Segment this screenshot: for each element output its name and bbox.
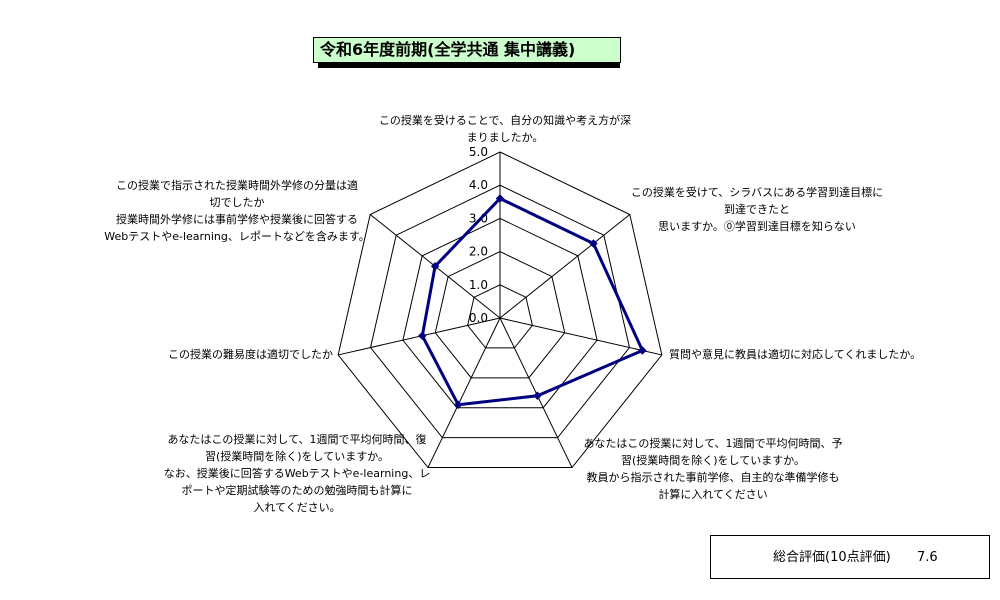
tick-label: 4.0 [469, 178, 488, 192]
series-line [420, 196, 645, 407]
axis-label-line: なお、授業後に回答するWebテストやe-learning、レ [164, 466, 431, 480]
axis-label: あなたはこの授業に対して、1週間で平均何時間、復習(授業時間を除く)をしています… [164, 432, 431, 514]
tick-label: 2.0 [469, 245, 488, 259]
series-marker [533, 391, 542, 401]
axis-label: この授業で指示された授業時間外学修の分量は適切でしたか授業時間外学修には事前学修… [104, 178, 370, 243]
tick-label: 5.0 [469, 145, 488, 159]
axis-spoke [427, 317, 501, 468]
axis-label-line: 到達できたと [724, 203, 790, 216]
radar-tick-labels: 0.01.02.03.04.05.0 [469, 145, 488, 325]
radar-series [418, 194, 647, 409]
axis-label: あなたはこの授業に対して、1週間で平均何時間、予習(授業時間を除く)をしています… [583, 436, 842, 501]
axis-spoke [499, 214, 631, 319]
axis-label-line: 思いますか。⓪学習到達目標を知らない [658, 219, 856, 233]
axis-label-line: あなたはこの授業に対して、1週間で平均何時間、予 [583, 436, 842, 450]
axis-spoke [499, 317, 662, 356]
axis-label: 質問や意見に教員は適切に対応してくれましたか。 [669, 347, 921, 361]
axis-label-line: あなたはこの授業に対して、1週間で平均何時間、復 [167, 432, 426, 446]
axis-label-line: 習(授業時間を除く)をしていますか。 [205, 449, 389, 463]
axis-label: この授業を受けて、シラバスにある学習到達目標に到達できたと思いますか。⓪学習到達… [631, 185, 883, 233]
axis-label-line: 計算に入れてください [658, 487, 767, 501]
tick-label: 1.0 [469, 278, 488, 292]
axis-label-line: 教員から指示された事前学修、自主的な準備学修も [587, 470, 840, 484]
overall-rating-value: 7.6 [917, 550, 938, 565]
grid-ring [434, 251, 566, 379]
axis-label: この授業の難易度は適切でしたか [168, 347, 333, 361]
grid-ring [337, 151, 663, 469]
radar-axis-labels: この授業を受けることで、自分の知識や考え方が深まりましたか。この授業を受けて、シ… [104, 113, 921, 514]
radar-grid [337, 151, 663, 469]
axis-label-line: Webテストやe-learning、レポートなどを含みます。 [104, 229, 370, 243]
tick-label: 0.0 [469, 311, 488, 325]
axis-label-line: ポートや定期試験等のための勉強時間も計算に [182, 483, 413, 497]
axis-spoke [499, 317, 573, 468]
axis-label-line: まりましたか。 [467, 131, 544, 144]
series-marker [495, 194, 505, 203]
overall-rating-label: 総合評価(10点評価) [773, 550, 891, 565]
grid-ring [402, 217, 598, 409]
axis-label: この授業を受けることで、自分の知識や考え方が深まりましたか。 [379, 113, 631, 144]
axis-label-line: この授業で指示された授業時間外学修の分量は適 [116, 178, 358, 192]
axis-label-line: この授業を受けることで、自分の知識や考え方が深 [379, 113, 631, 127]
chart-title: 令和6年度前期(全学共通 集中講義) [313, 37, 621, 63]
series-marker [453, 400, 463, 409]
axis-label-line: この授業を受けて、シラバスにある学習到達目標に [631, 185, 883, 199]
grid-ring [467, 284, 533, 349]
overall-rating-box: 総合評価(10点評価) 7.6 [710, 535, 990, 579]
series-marker [638, 346, 647, 355]
series-marker [418, 331, 427, 340]
axis-label-line: 切でしたか [210, 196, 265, 209]
axis-label-line: 習(授業時間を除く)をしていますか。 [621, 453, 805, 467]
axis-label-line: 質問や意見に教員は適切に対応してくれましたか。 [669, 347, 921, 361]
chart-title-box: 令和6年度前期(全学共通 集中講義) [313, 37, 621, 68]
axis-label-line: 授業時間外学修には事前学修や授業後に回答する [116, 212, 358, 226]
series-marker [430, 262, 440, 271]
grid-ring [369, 184, 631, 439]
axis-label-line: 入れてください。 [253, 501, 340, 514]
axis-label-line: この授業の難易度は適切でしたか [168, 347, 333, 361]
